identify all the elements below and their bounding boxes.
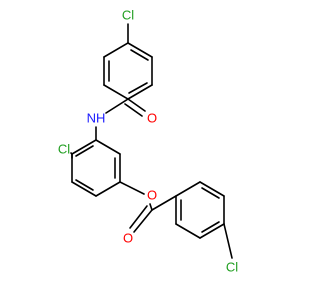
bond-right-ring-4 (199, 223, 225, 239)
bond-mid-ring-1 (95, 139, 121, 155)
bond-top-ring-1 (127, 42, 153, 58)
bond-top-ring-3 (127, 84, 153, 100)
bond-top-ring-4 (103, 84, 129, 100)
bond-cl-right (223, 223, 233, 259)
atom-cl-right: Cl (226, 259, 238, 274)
molecule-canvas: Cl NH O Cl O O Cl (58, 7, 238, 274)
atom-o-ester: O (147, 187, 157, 202)
bond-mid-ring-inner-3 (75, 145, 94, 157)
bond-o-ester-c (149, 203, 153, 211)
atom-o-carbonyl: O (123, 230, 133, 245)
bond-right-ring-inner-2 (201, 221, 220, 233)
bond-mid-ring-4 (71, 181, 97, 197)
bond-carbonyl-o-2 (124, 103, 143, 117)
atom-nh: NH (87, 110, 106, 125)
bond-c-ring-right (151, 195, 177, 211)
bond-layer (70, 23, 233, 259)
bond-mid-ring-6 (71, 139, 97, 155)
bond-right-ring-5 (175, 223, 201, 239)
atom-cl-top: Cl (122, 7, 134, 22)
bond-mid-ring-inner-2 (75, 179, 94, 191)
bond-top-ring-inner-2 (128, 82, 148, 94)
bond-mid-ring-3 (95, 181, 121, 197)
bond-carbonyl-o-1 (127, 98, 146, 112)
bond-c-o-carbonyl-2 (129, 205, 148, 229)
bond-right-ring-inner-1 (201, 187, 220, 199)
molecule-structure: Cl NH O Cl O O Cl (58, 7, 238, 274)
atom-o-amide: O (147, 110, 157, 125)
bond-right-ring-2 (199, 181, 225, 197)
bond-top-ring-inner-1 (130, 49, 149, 61)
bond-right-ring-1 (175, 181, 201, 197)
atom-cl-left: Cl (58, 141, 70, 156)
bond-top-ring-6 (103, 42, 129, 58)
bond-ring-o-ester (119, 181, 145, 195)
bond-c-o-carbonyl-1 (133, 209, 153, 233)
bond-carbonyl-n (105, 98, 129, 114)
